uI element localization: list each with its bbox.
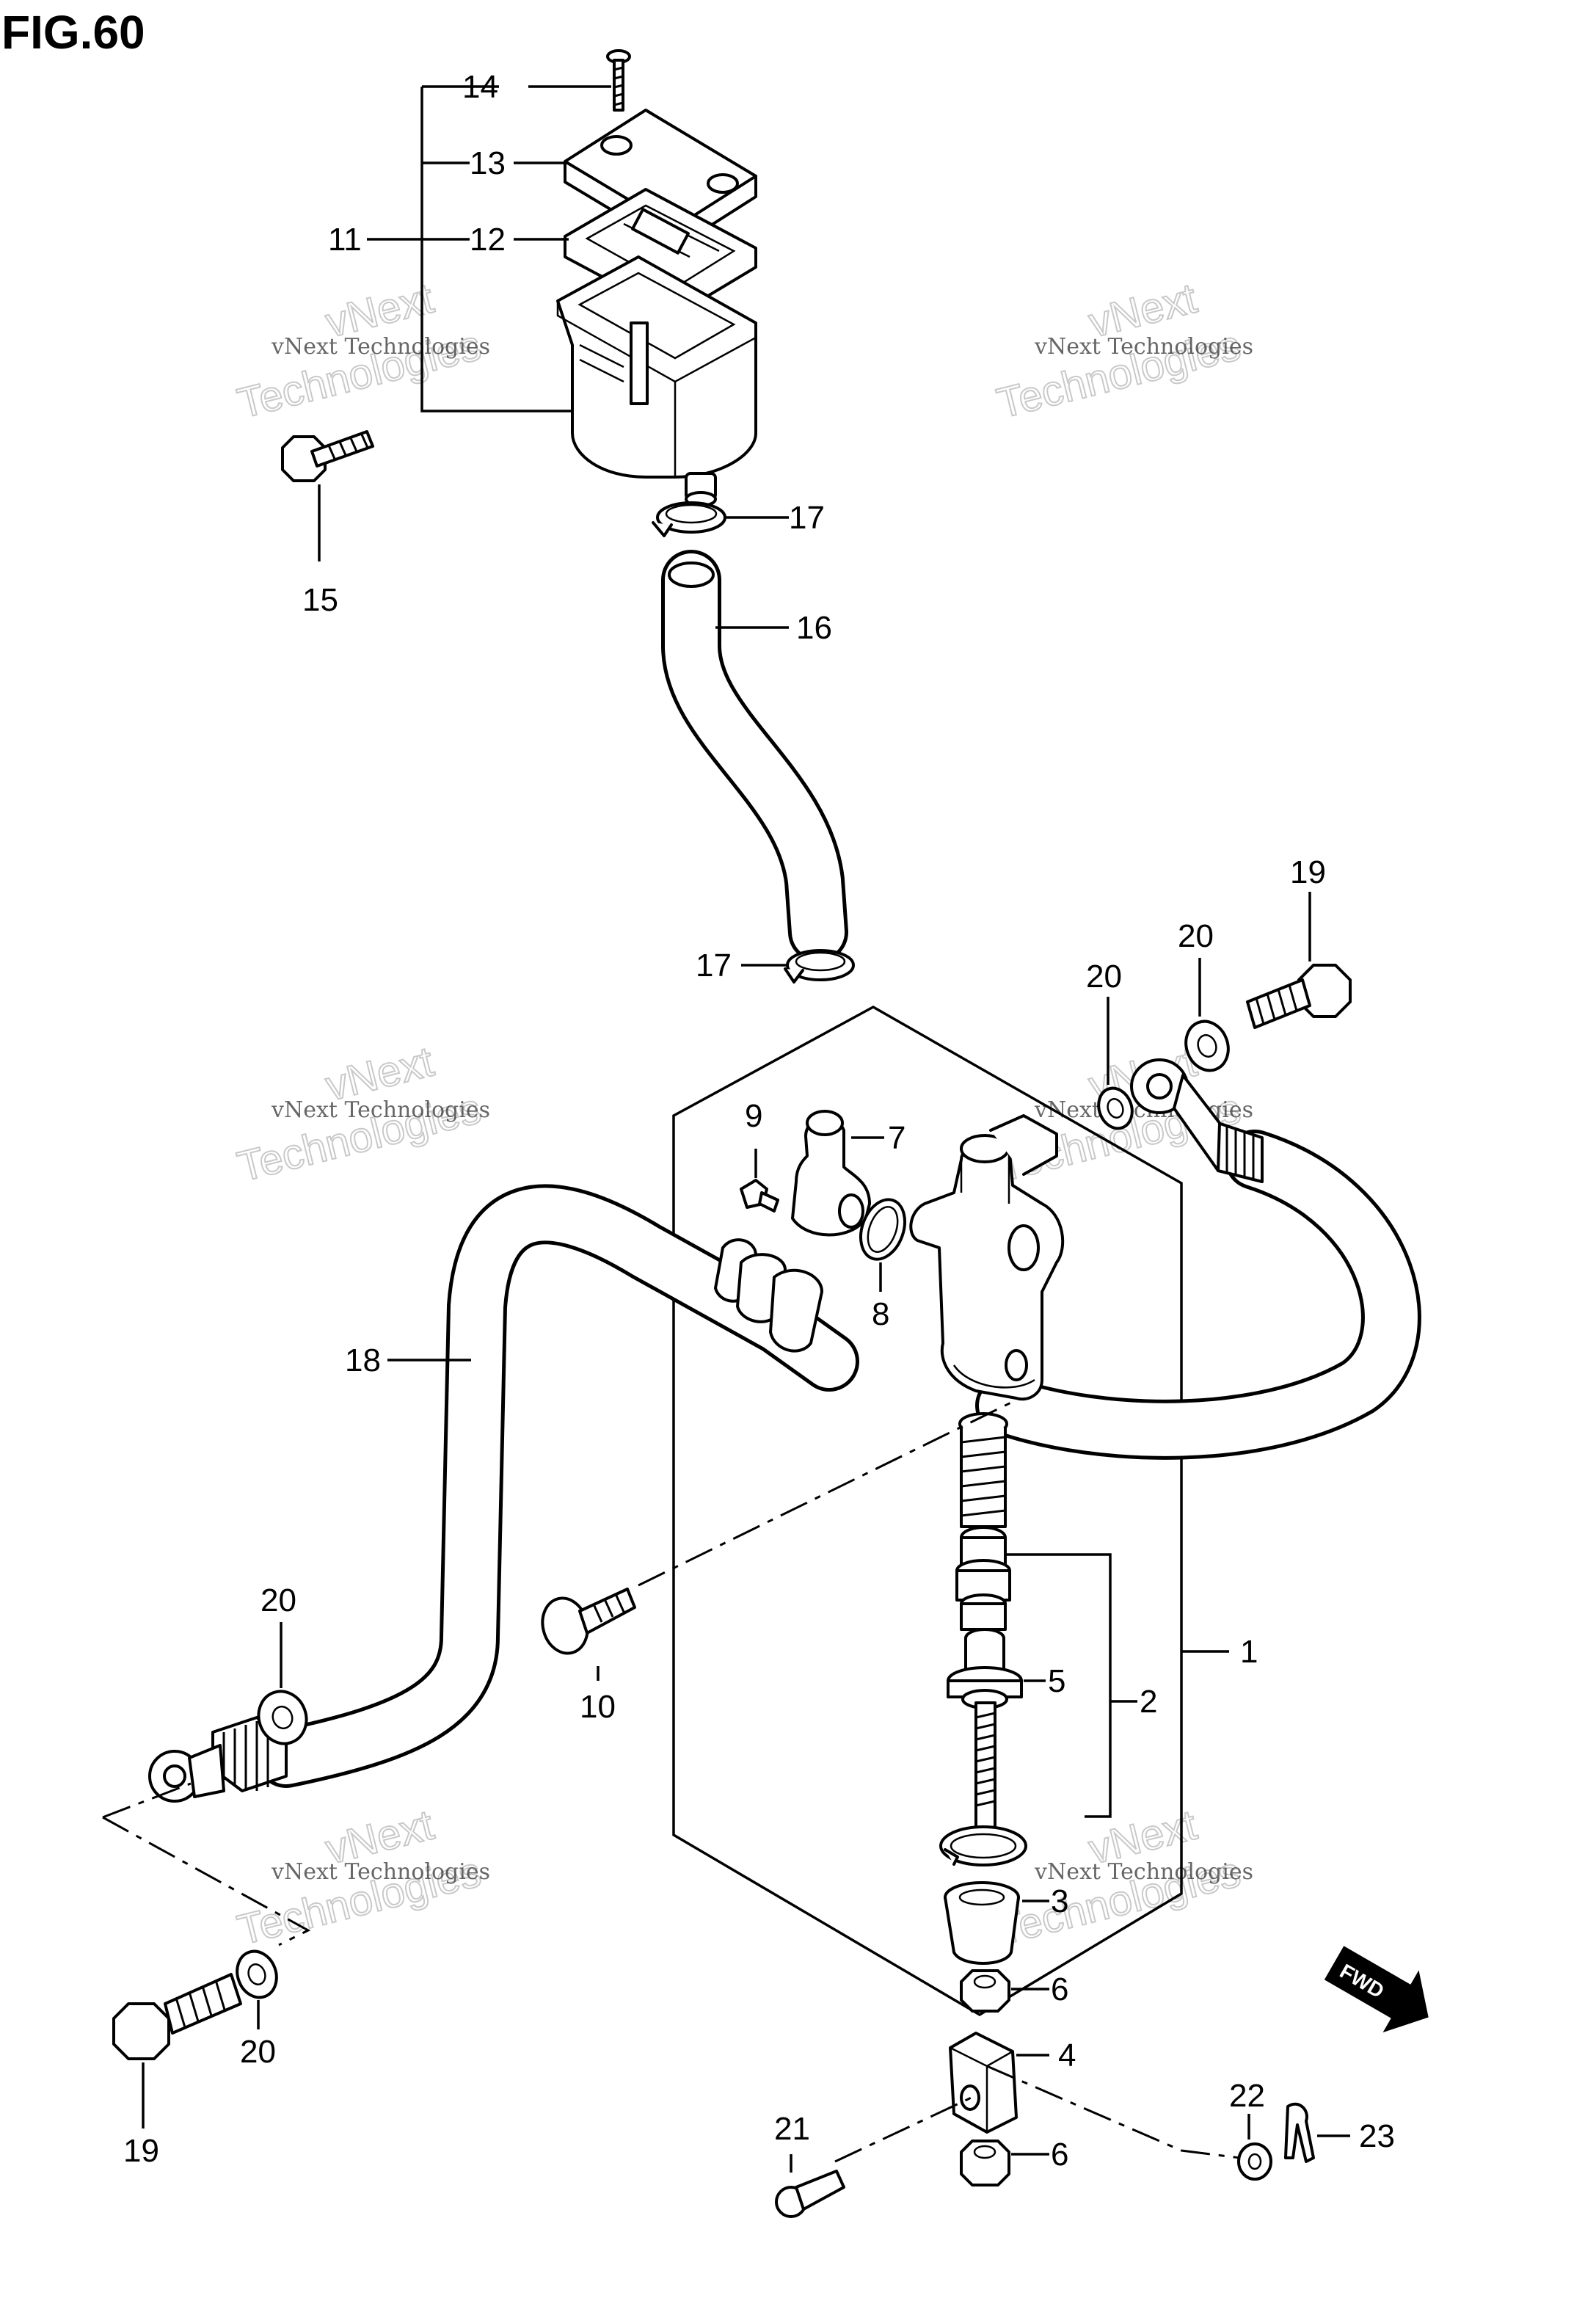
- washer-left-upper: [257, 1690, 308, 1745]
- brake-hose-left: [256, 1184, 859, 1788]
- push-rod: [947, 1628, 1023, 1829]
- watermark-text: vNext Technologies: [1034, 1859, 1253, 1885]
- callout-15: 15: [302, 582, 338, 618]
- callout-13: 13: [470, 145, 506, 181]
- watermark-6: Technologies vNext vNext Technologies: [991, 1800, 1253, 1955]
- callout-19-top: 19: [1290, 854, 1326, 890]
- callout-20-right-outer: 20: [1178, 918, 1214, 954]
- callout-20-left-upper: 20: [260, 1582, 296, 1618]
- callout-20-right-inner: 20: [1086, 959, 1122, 995]
- reservoir-diaphragm: [564, 188, 757, 317]
- alignment-line-left-lower: [102, 1816, 311, 1946]
- lock-nut-upper: [960, 1969, 1010, 2013]
- piston: [955, 1526, 1011, 1631]
- alignment-line-bolt: [638, 1397, 1021, 1587]
- alignment-line-clevis: [986, 2065, 1241, 2159]
- callout-14: 14: [462, 69, 498, 105]
- mounting-bolt: [541, 1588, 636, 1655]
- alignment-line-left: [102, 1782, 192, 1819]
- washer-left-lower: [236, 1949, 278, 1999]
- callout-9: 9: [745, 1098, 762, 1134]
- brake-hose-right: [975, 1130, 1421, 1460]
- callout-16: 16: [796, 610, 832, 646]
- piston-spring: [958, 1412, 1008, 1528]
- lock-nut-lower: [960, 2140, 1010, 2186]
- callout-18: 18: [345, 1342, 381, 1378]
- banjo-screw: [740, 1179, 779, 1213]
- watermark-1: Technologies vNext vNext Technologies: [232, 274, 490, 429]
- reservoir-cap-screw: [606, 49, 631, 112]
- watermark-text: vNext Technologies: [271, 1097, 490, 1123]
- watermark-text: vNext Technologies: [271, 334, 490, 360]
- banjo-fitting: [791, 1110, 871, 1237]
- banjo-bolt-right: [1246, 964, 1352, 1029]
- hose-fitting-right: [1130, 1058, 1264, 1183]
- reservoir-body: [556, 255, 757, 507]
- watermark-text: vNext Technologies: [271, 1859, 490, 1885]
- callout-7: 7: [888, 1120, 906, 1156]
- callout-5: 5: [1048, 1663, 1065, 1699]
- figure-title: FIG.60: [1, 6, 145, 59]
- callout-2: 2: [1140, 1684, 1157, 1720]
- callout-6-lower: 6: [1051, 2137, 1068, 2173]
- dust-boot: [944, 1881, 1020, 1965]
- callout-1: 1: [1240, 1634, 1258, 1670]
- reservoir-bracket: [420, 87, 580, 412]
- callout-12: 12: [470, 222, 506, 258]
- hose-clamp-bottom: [784, 949, 855, 984]
- callout-17-top: 17: [789, 500, 825, 536]
- washer-right-inner: [1097, 1086, 1134, 1130]
- watermark-2: Technologies vNext vNext Technologies: [991, 274, 1253, 429]
- callout-11: 11: [328, 222, 362, 258]
- master-cylinder-body: [909, 1114, 1065, 1401]
- callout-8: 8: [872, 1296, 889, 1332]
- pin-washer: [1237, 2142, 1272, 2181]
- watermark-text: vNext Technologies: [1034, 334, 1253, 360]
- assembly-frame: [672, 1005, 1183, 2017]
- hose-fitting-left: [148, 1716, 288, 1803]
- cotter-pin: [1284, 2102, 1315, 2163]
- callout-4: 4: [1058, 2037, 1076, 2073]
- reservoir-hose: [661, 550, 848, 962]
- callout-20-left-lower: 20: [240, 2034, 276, 2070]
- piston-bracket: [1005, 1553, 1112, 1818]
- banjo-bolt-left: [112, 1973, 242, 2060]
- hose-fitting-upper: [714, 1238, 823, 1353]
- circlip: [939, 1825, 1027, 1866]
- fwd-arrow-badge: FWD: [1324, 1946, 1429, 2033]
- washer-right-outer: [1184, 1019, 1230, 1072]
- callout-22: 22: [1229, 2078, 1265, 2114]
- callout-19-bottom: 19: [123, 2133, 159, 2169]
- callout-6-upper: 6: [1051, 1971, 1068, 2007]
- hose-clamp-top: [652, 501, 726, 537]
- reservoir-cap: [564, 109, 757, 250]
- alignment-line-pin: [834, 2094, 977, 2163]
- watermark-3: Technologies vNext vNext Technologies: [232, 1037, 490, 1192]
- callout-23: 23: [1359, 2118, 1395, 2154]
- callout-21: 21: [774, 2111, 810, 2147]
- reservoir-group: [281, 49, 757, 561]
- clevis-pin: [775, 2170, 845, 2218]
- callout-17-bottom: 17: [696, 948, 732, 984]
- clevis: [949, 2032, 1018, 2134]
- reservoir-bolt: [281, 430, 374, 482]
- callout-10: 10: [580, 1689, 616, 1725]
- watermark-5: Technologies vNext vNext Technologies: [232, 1800, 490, 1955]
- o-ring: [859, 1198, 906, 1261]
- callout-3: 3: [1051, 1883, 1068, 1919]
